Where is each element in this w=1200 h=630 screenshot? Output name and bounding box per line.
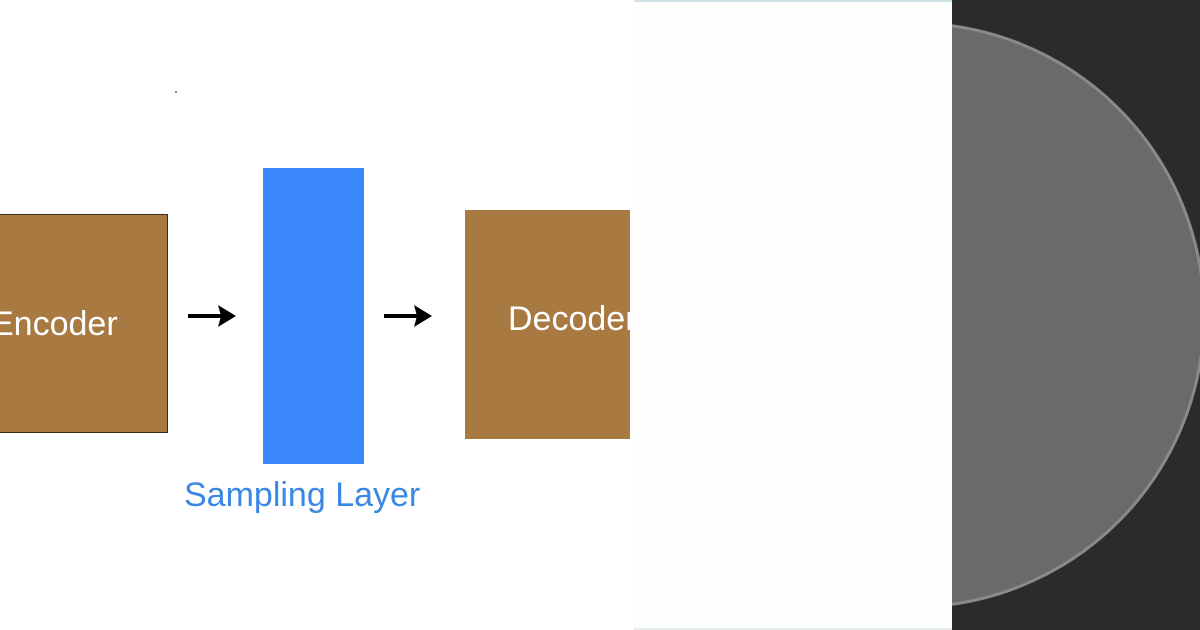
blank-panel <box>634 0 952 630</box>
sampling-layer-block <box>263 168 364 464</box>
diagram-panel: Encoder Decoder Sampling Layer <box>0 91 630 514</box>
gray-circle-shape <box>952 24 1200 606</box>
sampling-layer-label: Sampling Layer <box>184 476 421 514</box>
right-arrow-icon <box>384 305 432 327</box>
stray-dot <box>175 91 177 93</box>
right-arrow-icon <box>188 305 236 327</box>
dark-panel <box>952 0 1200 630</box>
panel-bottom-edge <box>634 628 952 630</box>
decoder-label: Decoder <box>508 299 630 338</box>
encoder-label: Encoder <box>0 304 118 343</box>
decoder-block: Decoder <box>465 210 630 439</box>
encoder-block: Encoder <box>0 214 168 433</box>
panel-top-edge <box>634 0 952 2</box>
